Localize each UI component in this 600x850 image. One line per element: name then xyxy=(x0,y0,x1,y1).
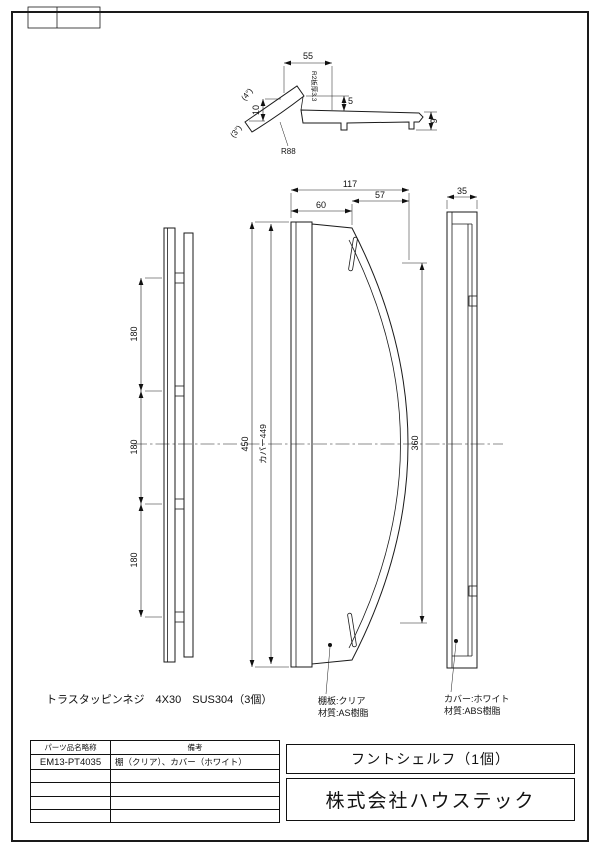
company-title-box: 株式会社ハウステック xyxy=(286,778,575,821)
dim-180-1: 180 xyxy=(129,326,139,341)
cover-section-arm xyxy=(300,109,424,131)
mount-hook xyxy=(174,272,185,284)
dim-5: 5 xyxy=(348,96,353,106)
angle-3deg: (3°) xyxy=(228,123,243,139)
product-title: フントシェルフ（1個） xyxy=(350,751,511,767)
front-view: 450 カバー449 117 57 60 360 xyxy=(240,179,427,695)
left-view-plate xyxy=(163,227,176,663)
radius-r88: R88 xyxy=(281,147,296,156)
leader-line xyxy=(279,121,289,147)
dim-117: 117 xyxy=(343,179,357,189)
product-title-box: フントシェルフ（1個） xyxy=(286,744,575,774)
dim-180-3: 180 xyxy=(129,552,139,567)
section-joint-line xyxy=(300,96,304,111)
parts-table-header-name: パーツ品名略称 xyxy=(31,741,111,754)
dim-35: 35 xyxy=(457,186,467,196)
part-remarks-cell: 棚（クリア）、カバー（ホワイト） xyxy=(115,757,247,767)
dim-57: 57 xyxy=(375,190,385,200)
stamp-box xyxy=(27,6,101,29)
parts-table-empty-cell xyxy=(111,770,279,782)
dim-10: 10 xyxy=(251,105,261,115)
angle-4deg: (4°) xyxy=(239,86,254,102)
rib-top xyxy=(348,236,358,272)
parts-table-empty-cell xyxy=(111,783,279,795)
sheet-border xyxy=(11,11,589,842)
parts-table: パーツ品名略称 備考 EM13-PT4035 棚（クリア）、カバー（ホワイト） xyxy=(30,740,280,823)
cross-section-detail: 55 R2板厚3.3 5 10 (4°) (3°) R88 9 xyxy=(228,51,439,156)
dim-180-2: 180 xyxy=(129,439,139,454)
front-view-back-strip xyxy=(290,221,313,668)
shelf-section-wedge xyxy=(244,85,305,133)
dim-450: 450 xyxy=(240,436,250,451)
mount-hook xyxy=(174,611,185,623)
cover-color-text: カバー:ホワイト xyxy=(444,694,510,704)
shelf-material-text: 材質:AS樹脂 xyxy=(318,707,369,718)
company-name: 株式会社ハウステック xyxy=(325,791,536,812)
cover-material-note: カバー:ホワイト 材質:ABS樹脂 xyxy=(444,694,510,717)
right-side-view: 35 xyxy=(446,186,478,693)
shelf-color-text: 棚板:クリア xyxy=(318,696,366,706)
parts-table-empty-cell xyxy=(111,810,279,822)
parts-table-header-row: パーツ品名略称 備考 xyxy=(31,741,279,755)
shelf-curved-outline xyxy=(311,223,409,665)
dim-cover-449: カバー449 xyxy=(258,424,268,464)
dim-9: 9 xyxy=(429,118,439,123)
parts-table-empty-row xyxy=(31,783,279,797)
dim-55: 55 xyxy=(303,51,313,61)
dim-360: 360 xyxy=(410,435,420,450)
thickness-note: R2板厚3.3 xyxy=(310,71,319,102)
mount-hook xyxy=(174,385,185,397)
parts-table-empty-row xyxy=(31,796,279,810)
parts-table-empty-cell xyxy=(111,797,279,809)
boss-bottom xyxy=(468,585,478,597)
part-number-cell: EM13-PT4035 xyxy=(31,755,111,769)
boss-top xyxy=(468,295,478,307)
parts-table-empty-cell xyxy=(31,809,111,822)
dim-60: 60 xyxy=(316,200,326,210)
shelf-inner-curve xyxy=(348,239,401,649)
leader-line xyxy=(325,646,331,695)
parts-table-empty-row xyxy=(31,809,279,822)
rib-bottom xyxy=(347,612,357,648)
right-view-outline xyxy=(446,211,478,669)
cover-material-text: 材質:ABS樹脂 xyxy=(444,705,501,716)
leader-dot-shelf xyxy=(328,643,332,647)
left-view-cover-strip xyxy=(183,232,194,658)
screw-note: トラスタッピンネジ 4X30 SUS304（3個） xyxy=(46,694,273,706)
parts-table-empty-row xyxy=(31,770,279,784)
parts-table-empty-cell xyxy=(31,796,111,809)
leader-line xyxy=(450,642,457,693)
mount-hook xyxy=(174,498,185,510)
parts-table-empty-cell xyxy=(31,783,111,796)
parts-table-data-row: EM13-PT4035 棚（クリア）、カバー（ホワイト） xyxy=(31,755,279,770)
left-side-view: 180 180 180 xyxy=(129,227,194,663)
leader-dot-cover xyxy=(454,639,458,643)
parts-table-header-remarks: 備考 xyxy=(187,743,203,752)
parts-table-empty-cell xyxy=(31,770,111,783)
shelf-material-note: 棚板:クリア 材質:AS樹脂 xyxy=(318,696,369,719)
